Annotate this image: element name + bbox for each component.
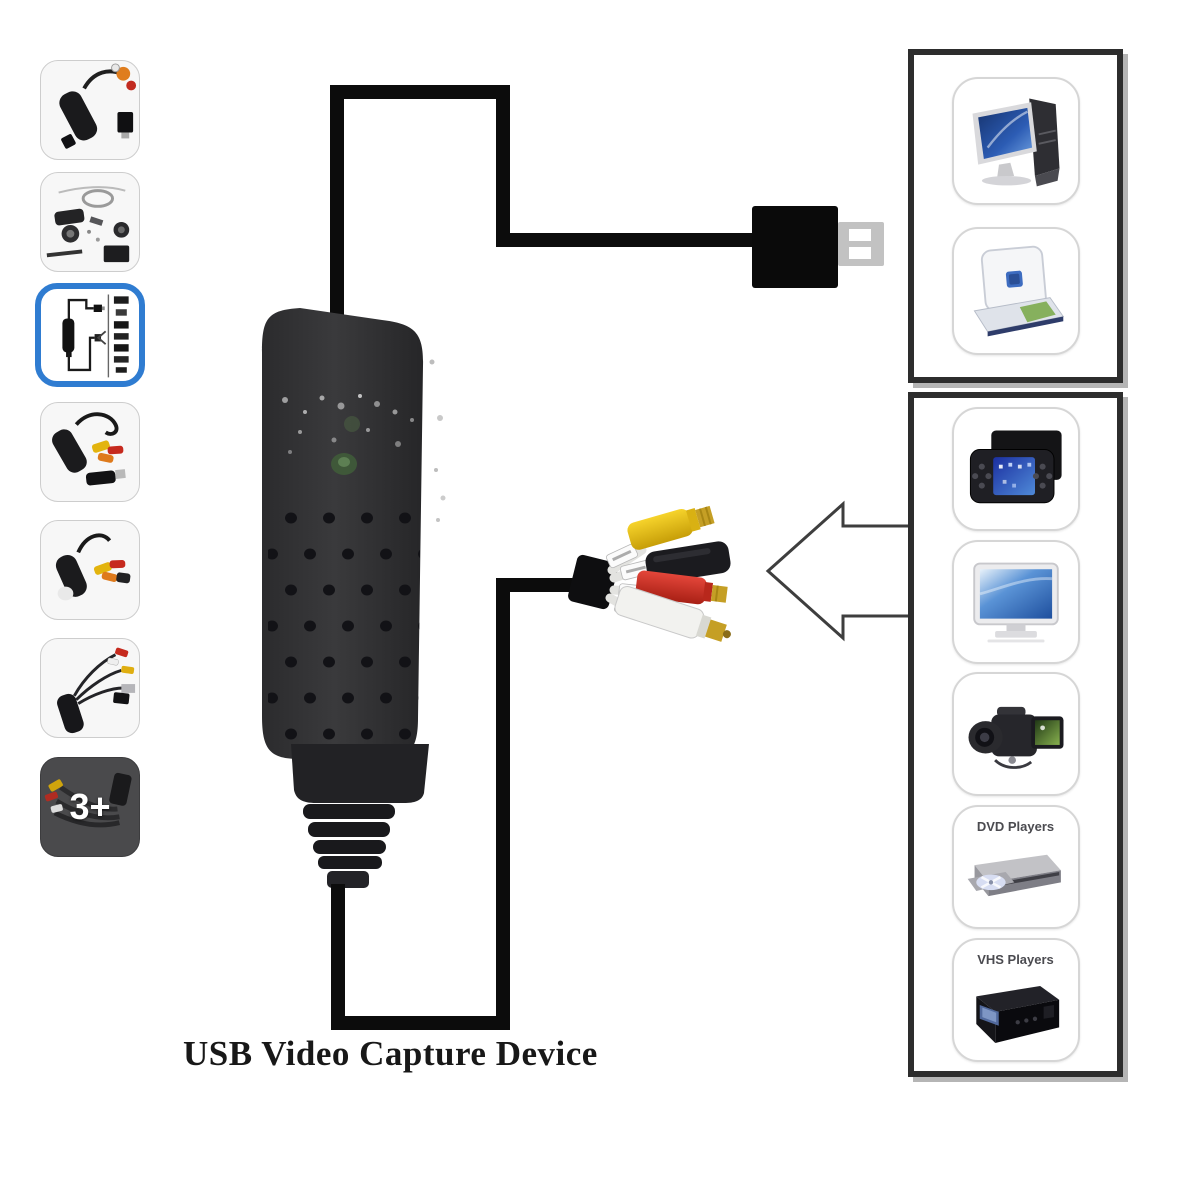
status-led xyxy=(331,453,357,475)
thumbnail-device-with-av-cables[interactable] xyxy=(40,60,140,160)
thumbnail-package-contents[interactable] xyxy=(40,172,140,272)
vhs-player-label: VHS Players xyxy=(977,952,1054,968)
desktop-computer-icon xyxy=(972,98,1059,187)
strain-relief xyxy=(291,744,429,888)
av-breakout xyxy=(568,505,731,642)
rca-plug-yellow xyxy=(627,505,715,550)
rca-plug-white xyxy=(614,585,731,642)
portable-media-player-icon xyxy=(969,430,1062,504)
dvd-player-label: DVD Players xyxy=(976,819,1055,835)
product-caption: USB Video Capture Device xyxy=(183,1034,598,1073)
direction-arrow xyxy=(765,500,913,642)
dvd-player-icon xyxy=(967,855,1061,897)
source-devices-panel: DVD Players VHS Players xyxy=(908,392,1123,1077)
more-images-thumbnail xyxy=(44,772,132,828)
thumbnail-connection-diagram[interactable] xyxy=(35,283,145,387)
vhs-player-tile: VHS Players xyxy=(951,938,1080,1063)
capture-device xyxy=(262,308,446,760)
output-devices-panel xyxy=(908,49,1123,383)
device-photo-thumbnail xyxy=(59,63,137,149)
device-cables-thumbnail xyxy=(52,412,126,486)
thumbnail-device-cables-usb[interactable] xyxy=(40,638,140,738)
desktop-computer-tile xyxy=(951,77,1080,205)
vhs-player-icon xyxy=(975,986,1059,1044)
more-images-count: 3+ xyxy=(69,786,111,827)
device-rca-thumbnail xyxy=(55,533,131,601)
laptop-icon xyxy=(973,245,1064,337)
portable-media-player-tile xyxy=(951,406,1080,531)
connection-diagram-thumbnail xyxy=(62,294,129,378)
vent-holes xyxy=(268,500,420,752)
tv-monitor-icon xyxy=(972,562,1059,643)
laptop-tile xyxy=(951,227,1080,355)
s-video-plug xyxy=(645,541,731,584)
dvd-player-tile: DVD Players xyxy=(951,805,1080,930)
package-contents-thumbnail xyxy=(46,186,130,263)
device-usb-thumbnail xyxy=(57,647,136,734)
dust-speckles xyxy=(429,359,446,522)
surface-speckles xyxy=(282,394,414,454)
camcorder-icon xyxy=(968,707,1063,770)
thumbnail-device-cables-front[interactable] xyxy=(40,402,140,502)
usb-cable xyxy=(330,85,754,315)
usb-plug xyxy=(752,206,884,288)
camcorder-tile xyxy=(951,672,1080,797)
thumbnail-device-rca-fan[interactable] xyxy=(40,520,140,620)
tv-monitor-tile xyxy=(951,539,1080,664)
av-cable xyxy=(331,578,578,1030)
thumbnail-more-images[interactable]: 3+ xyxy=(40,757,140,857)
